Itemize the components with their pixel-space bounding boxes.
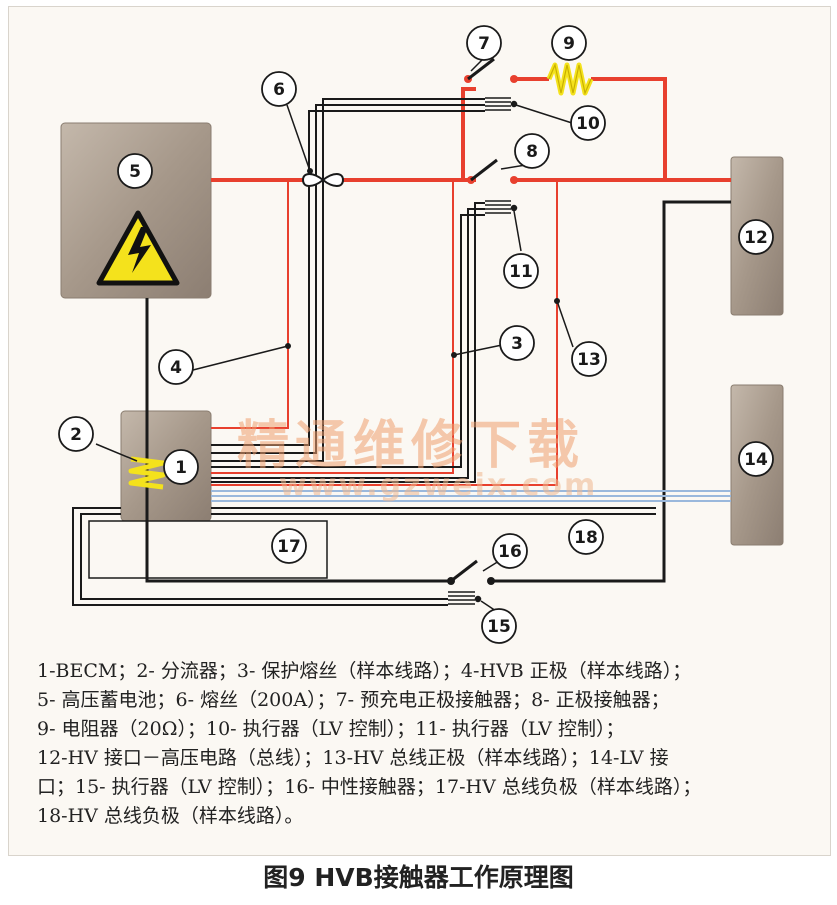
callout-circle bbox=[499, 325, 535, 361]
legend-line: 9- 电阻器（20Ω）；10- 执行器（LV 控制）；11- 执行器（LV 控制… bbox=[37, 718, 625, 740]
fuse-200a-symbol bbox=[301, 173, 345, 187]
callout-2: 2 bbox=[58, 416, 94, 452]
negative-wires bbox=[145, 200, 731, 583]
legend-line: 18-HV 总线负极（样本线路）。 bbox=[37, 805, 304, 827]
callout-9: 9 bbox=[551, 25, 587, 61]
callout-number: 13 bbox=[577, 350, 601, 370]
callout-number: 18 bbox=[574, 528, 598, 548]
callout-circle bbox=[738, 441, 774, 477]
actuator-coil-15 bbox=[448, 591, 482, 605]
callout-circle bbox=[117, 153, 153, 189]
callout-16: 16 bbox=[492, 533, 528, 569]
callout-10: 10 bbox=[570, 105, 606, 141]
callout-circle bbox=[158, 349, 194, 385]
callout-circle bbox=[58, 416, 94, 452]
warning-icon bbox=[96, 210, 180, 286]
callout-number: 14 bbox=[744, 450, 768, 470]
callout-number: 2 bbox=[70, 425, 82, 445]
legend-line: 5- 高压蓄电池；6- 熔丝（200A）；7- 预充电正极接触器；8- 正极接触… bbox=[37, 689, 670, 711]
callout-circle bbox=[514, 133, 550, 169]
callout-number: 7 bbox=[478, 34, 490, 54]
callout-number: 5 bbox=[129, 162, 141, 182]
callout-4: 4 bbox=[158, 349, 194, 385]
callout-18: 18 bbox=[568, 519, 604, 555]
legend-line: 口；15- 执行器（LV 控制）；16- 中性接触器；17-HV 总线负极（样本… bbox=[37, 776, 702, 798]
callout-number: 4 bbox=[170, 358, 182, 378]
neutral-contactor-switch bbox=[447, 559, 495, 585]
callout-circle bbox=[571, 341, 607, 377]
callout-circle bbox=[738, 219, 774, 255]
callout-6: 6 bbox=[261, 71, 297, 107]
legend-line: 1-BECM；2- 分流器；3- 保护熔丝（样本线路）；4-HVB 正极（样本线… bbox=[37, 660, 692, 682]
actuator-coil-10 bbox=[485, 97, 518, 111]
callout-1: 1 bbox=[163, 449, 199, 485]
resistor-symbol bbox=[546, 62, 594, 96]
legend: 1-BECM；2- 分流器；3- 保护熔丝（样本线路）；4-HVB 正极（样本线… bbox=[37, 657, 827, 831]
callout-number: 10 bbox=[576, 114, 600, 134]
callout-3: 3 bbox=[499, 325, 535, 361]
callout-circle bbox=[551, 25, 587, 61]
watermark-title: 精通维修下载 bbox=[237, 416, 585, 476]
callout-number: 6 bbox=[273, 80, 285, 100]
callout-number: 3 bbox=[511, 334, 523, 354]
callout-5: 5 bbox=[117, 153, 153, 189]
callout-leaders bbox=[95, 57, 574, 614]
positive-contactor-switch bbox=[467, 158, 518, 184]
shunt-symbol bbox=[128, 456, 166, 490]
callout-number: 12 bbox=[744, 228, 768, 248]
watermark-url: www.gzweix.com bbox=[279, 468, 597, 503]
callout-circle bbox=[492, 533, 528, 569]
callout-circle bbox=[466, 25, 502, 61]
watermark: 精通维修下载 www.gzweix.com bbox=[237, 416, 597, 503]
callout-circle bbox=[261, 71, 297, 107]
callout-circle bbox=[271, 528, 307, 564]
callout-number: 11 bbox=[509, 262, 533, 282]
callout-15: 15 bbox=[481, 608, 517, 644]
callout-13: 13 bbox=[571, 341, 607, 377]
callout-circle bbox=[503, 253, 539, 289]
callout-number: 9 bbox=[563, 34, 575, 54]
callout-number: 8 bbox=[526, 142, 538, 162]
positive-sample-wires bbox=[211, 180, 558, 486]
actuator-coil-11 bbox=[485, 200, 518, 214]
callout-circle bbox=[481, 608, 517, 644]
callout-12: 12 bbox=[738, 219, 774, 255]
control-wires bbox=[72, 98, 656, 606]
callout-circle bbox=[570, 105, 606, 141]
figure-caption: 图9 HVB接触器工作原理图 bbox=[263, 863, 574, 892]
callout-7: 7 bbox=[466, 25, 502, 61]
precharge-contactor-switch bbox=[464, 57, 518, 83]
callout-11: 11 bbox=[503, 253, 539, 289]
callout-8: 8 bbox=[514, 133, 550, 169]
callout-number: 15 bbox=[487, 617, 511, 637]
hv-battery-box bbox=[60, 122, 212, 299]
legend-line: 12-HV 接口－高压电路（总线）；13-HV 总线正极（样本线路）；14-LV… bbox=[37, 747, 669, 769]
callout-dots bbox=[285, 168, 560, 358]
callout-number: 17 bbox=[277, 537, 301, 557]
callout-17: 17 bbox=[271, 528, 307, 564]
callout-14: 14 bbox=[738, 441, 774, 477]
callout-circle bbox=[163, 449, 199, 485]
hv-bus-negative-box-17 bbox=[88, 520, 328, 579]
callout-circle bbox=[568, 519, 604, 555]
callout-number: 1 bbox=[175, 458, 187, 478]
lv-bus-wires bbox=[211, 490, 731, 502]
callout-number: 16 bbox=[498, 542, 522, 562]
